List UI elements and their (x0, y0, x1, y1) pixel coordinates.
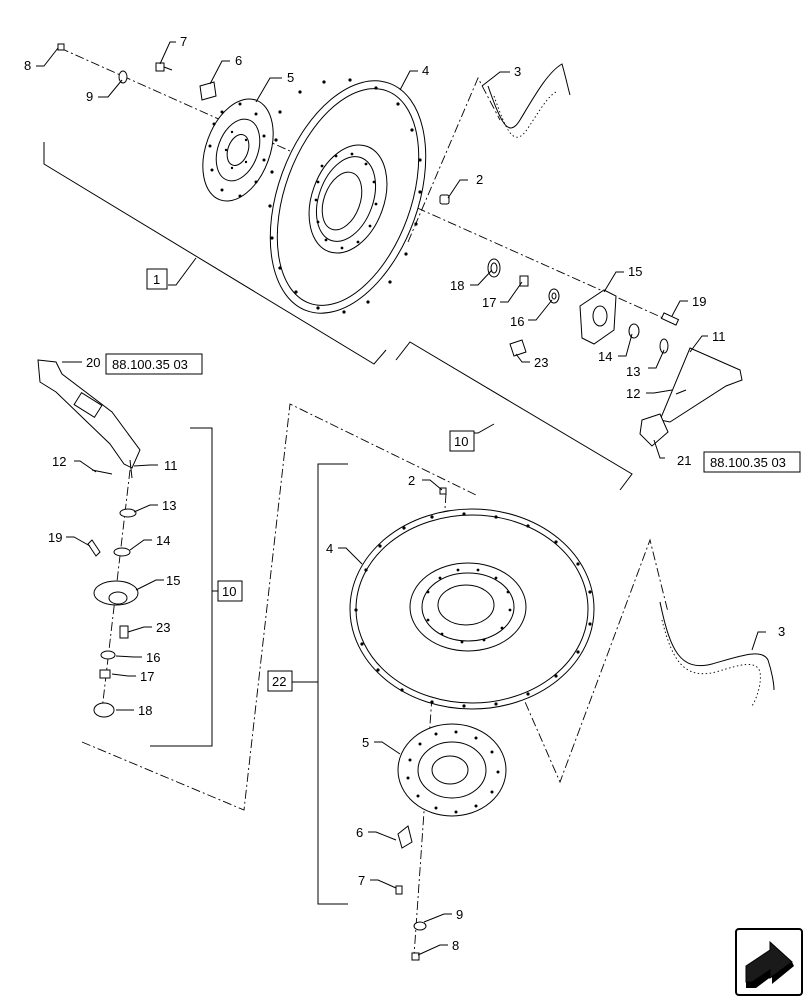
fitting-part-23-top (509, 339, 527, 357)
callout-18-top: 18 (450, 278, 464, 293)
reference-label-top: 88.100.35 03 (112, 357, 188, 372)
screw-part-7-top (155, 62, 173, 72)
nut-part-2-bottom (439, 487, 447, 495)
washer-part-16-top (548, 288, 560, 304)
hub-part-5-bottom (397, 723, 507, 817)
callout-17-left: 17 (140, 669, 154, 684)
boxed-callouts: 1 10 10 22 88.100.35 03 88.100.35 03 (105, 268, 801, 692)
bolt-part-19-left (87, 539, 101, 557)
svg-text:1: 1 (153, 272, 160, 287)
nut-part-8-bottom (411, 952, 420, 961)
svg-text:22: 22 (272, 674, 286, 689)
callout-5-bottom: 5 (362, 735, 369, 750)
callout-4-bottom: 4 (326, 541, 333, 556)
screw-part-7-bottom (395, 885, 403, 895)
belt-part-3 (487, 63, 571, 129)
callout-13-top: 13 (626, 364, 640, 379)
callout-7-bottom: 7 (358, 873, 365, 888)
callout-21: 21 (677, 453, 691, 468)
washer-part-9-top (118, 70, 128, 84)
callout-5-top: 5 (287, 70, 294, 85)
disc-part-4-bottom (349, 508, 595, 710)
callout-8-top: 8 (24, 58, 31, 73)
nut-part-17-top (519, 275, 529, 287)
callout-17-top: 17 (482, 295, 496, 310)
callout-box-10-top: 10 (449, 430, 475, 452)
callout-6-bottom: 6 (356, 825, 363, 840)
callout-14-top: 14 (598, 349, 612, 364)
callout-23-top: 23 (534, 355, 548, 370)
svg-text:10: 10 (454, 434, 468, 449)
top-assembly (43, 43, 743, 491)
hub-part-5 (202, 98, 274, 202)
leader-lines (36, 41, 766, 956)
callout-14-left: 14 (156, 533, 170, 548)
left-assembly (37, 359, 479, 811)
reference-box-right: 88.100.35 03 (703, 451, 801, 473)
nut-part-2-top (439, 194, 450, 205)
bolt-part-19-top (660, 312, 680, 326)
callout-11-top: 11 (712, 329, 726, 344)
callout-20: 20 (86, 355, 100, 370)
callout-7-top: 7 (180, 34, 187, 49)
belt-part-3-bottom (659, 601, 775, 707)
callout-19-left: 19 (48, 530, 62, 545)
callout-23-left: 23 (156, 620, 170, 635)
callout-9-bottom: 9 (456, 907, 463, 922)
callout-18-left: 18 (138, 703, 152, 718)
callout-8-bottom: 8 (452, 938, 459, 953)
callout-13-left: 13 (162, 498, 176, 513)
seal-part-18-top (487, 258, 501, 278)
svg-text:10: 10 (222, 584, 236, 599)
callout-box-22: 22 (267, 670, 293, 692)
flange-part-15-left (93, 580, 139, 606)
callout-6-top: 6 (235, 53, 242, 68)
callout-2-top: 2 (476, 172, 483, 187)
nut-part-17-left (99, 669, 111, 679)
callout-box-10-left: 10 (217, 580, 243, 602)
flange-part-15-top (579, 289, 617, 345)
clip-part-6-bottom (397, 825, 413, 849)
washer-part-16-left (100, 650, 116, 660)
fitting-part-23-left (119, 625, 129, 639)
callout-3-top: 3 (514, 64, 521, 79)
reference-box-top: 88.100.35 03 (105, 353, 203, 375)
callout-15-top: 15 (628, 264, 642, 279)
callout-4-top: 4 (422, 63, 429, 78)
callout-12-top: 12 (626, 386, 640, 401)
washer-part-14-top (628, 323, 640, 339)
bottom-assembly (292, 463, 775, 961)
callout-16-left: 16 (146, 650, 160, 665)
disc-part-4 (268, 78, 427, 314)
bolt-part-8-top (57, 43, 65, 51)
callout-15-left: 15 (166, 573, 180, 588)
callout-11-left: 11 (164, 458, 178, 473)
callout-labels: 8 9 7 6 5 4 3 2 18 17 16 15 19 14 13 11 … (24, 34, 785, 953)
clip-part-6-top (199, 81, 217, 101)
callout-12-left: 12 (52, 454, 66, 469)
seal-part-18-left (93, 702, 115, 718)
callout-16-top: 16 (510, 314, 524, 329)
callout-2-bottom: 2 (408, 473, 415, 488)
callout-box-1: 1 (146, 268, 168, 290)
ring-part-13-left (119, 508, 137, 518)
callout-19-top: 19 (692, 294, 706, 309)
ring-part-13-top (659, 338, 669, 354)
washer-part-9-bottom (413, 921, 427, 931)
lever-part-11-left (37, 359, 141, 479)
washer-part-14-left (113, 547, 131, 557)
lever-part-11-top (639, 347, 743, 447)
bolt-part-12-left (91, 469, 113, 475)
callout-3-bottom: 3 (778, 624, 785, 639)
callout-9-top: 9 (86, 89, 93, 104)
reference-label-right: 88.100.35 03 (710, 455, 786, 470)
next-page-arrow-icon[interactable] (735, 928, 803, 996)
